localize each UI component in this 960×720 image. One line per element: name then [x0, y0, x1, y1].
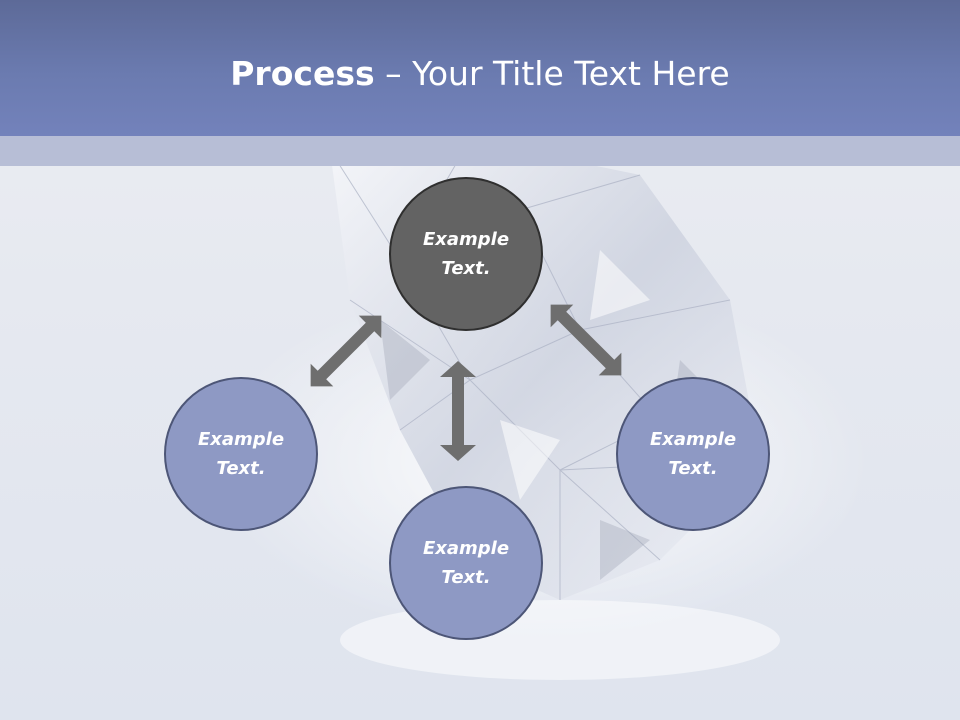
double-arrow-icon	[310, 304, 622, 461]
title-rest: Your Title Text Here	[412, 54, 730, 93]
title-bar	[0, 0, 960, 136]
node-center-line2: Text.	[441, 258, 491, 279]
title-bold: Process	[230, 54, 375, 93]
title-bar-strip	[0, 136, 960, 166]
node-right-line2: Text.	[668, 458, 718, 479]
process-node-center: Example Text.	[389, 177, 543, 331]
node-left-line1: Example	[197, 429, 285, 450]
node-center-line1: Example	[422, 229, 510, 250]
node-left-line2: Text.	[216, 458, 266, 479]
process-node-left: Example Text.	[164, 377, 318, 531]
process-node-right: Example Text.	[616, 377, 770, 531]
title-separator: –	[374, 54, 413, 93]
page-title: Process – Your Title Text Here	[0, 52, 960, 96]
node-bottom-line1: Example	[422, 538, 510, 559]
node-bottom-line2: Text.	[441, 567, 491, 588]
process-node-bottom: Example Text.	[389, 486, 543, 640]
node-right-line1: Example	[649, 429, 737, 450]
